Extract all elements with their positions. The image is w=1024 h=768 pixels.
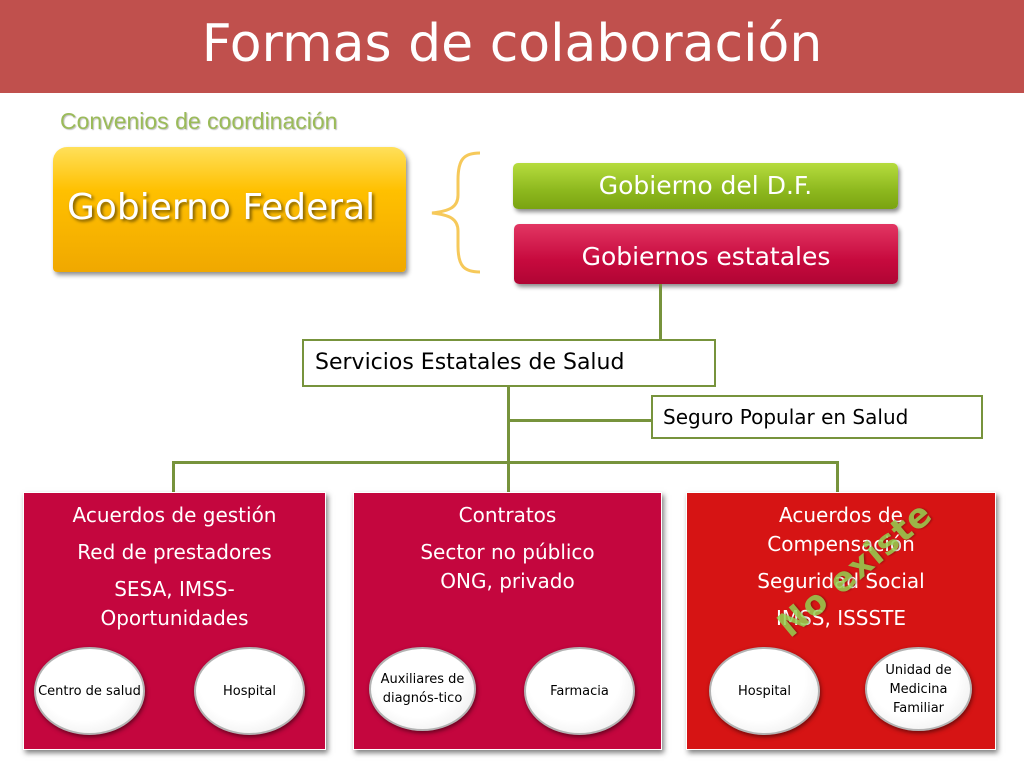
connector-line — [172, 461, 839, 464]
connector-line — [659, 284, 662, 339]
panel-acuerdos-gestion: Acuerdos de gestión Red de prestadores S… — [23, 492, 326, 750]
panel-line: Acuerdos de gestión — [72, 503, 277, 527]
connector-line — [508, 419, 651, 422]
title-bar — [0, 0, 1024, 93]
connector-line — [507, 383, 510, 463]
oval-farmacia: Farmacia — [524, 647, 635, 735]
subtitle: Convenios de coordinación — [60, 108, 338, 134]
panel-line: Contratos — [458, 503, 557, 527]
connector-line — [507, 461, 510, 492]
brace-icon — [431, 151, 481, 274]
gobiernos-estatales-box: Gobiernos estatales — [514, 224, 898, 284]
connector-line — [836, 461, 839, 492]
oval-unidad-medicina: Unidad de Medicina Familiar — [865, 647, 972, 731]
oval-hospital: Hospital — [194, 647, 305, 735]
seguro-popular-box: Seguro Popular en Salud — [651, 395, 983, 439]
panel-line: Acuerdos de Compensación — [767, 503, 915, 556]
panel-line: Seguridad Social — [757, 569, 925, 593]
oval-hospital: Hospital — [709, 647, 820, 735]
gobierno-federal-box: Gobierno Federal — [53, 147, 406, 272]
oval-centro-salud: Centro de salud — [34, 647, 145, 735]
oval-auxiliares: Auxiliares de diagnós-tico — [369, 647, 476, 731]
panel-line: Red de prestadores — [77, 540, 272, 564]
panel-line: IMSS, ISSSTE — [775, 606, 907, 630]
connector-line — [172, 461, 175, 492]
panel-contratos: Contratos Sector no público ONG, privado… — [353, 492, 662, 750]
panel-acuerdos-compensacion: Acuerdos de Compensación Seguridad Socia… — [686, 492, 996, 750]
gobierno-df-box: Gobierno del D.F. — [513, 163, 898, 209]
gobierno-federal-label: Gobierno Federal — [67, 187, 376, 228]
panel-line: Sector no público ONG, privado — [420, 540, 595, 593]
page-title: Formas de colaboración — [201, 14, 823, 74]
servicios-estatales-box: Servicios Estatales de Salud — [302, 339, 716, 387]
panel-line: SESA, IMSS-Oportunidades — [100, 577, 249, 630]
